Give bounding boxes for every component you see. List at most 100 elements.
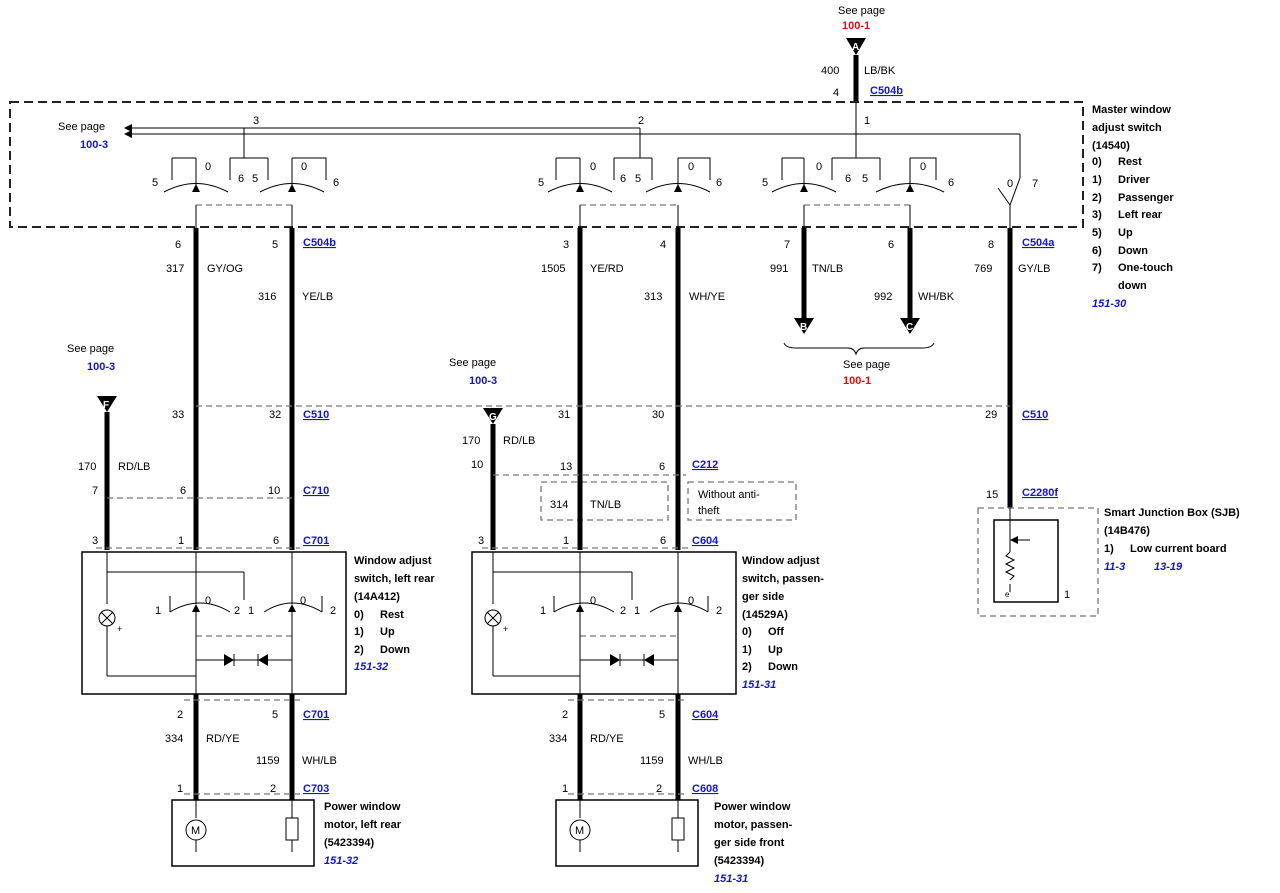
label-left_motor-symbol: M	[191, 825, 200, 837]
label-mid_switch-pins-2: 6	[660, 535, 666, 547]
left-motor-box	[171, 799, 315, 867]
label-master-switch_positions-2: 6	[845, 173, 851, 185]
label-master-one_touch_positions-1: 7	[1032, 178, 1038, 190]
bc-page-ref[interactable]: 100-1	[843, 375, 871, 387]
arrow-left-icon-2	[124, 130, 132, 138]
label-sjb-legend-1: Low current board	[1130, 543, 1227, 555]
connector-b-icon	[794, 318, 814, 334]
connector-c608[interactable]: C608	[692, 783, 718, 795]
label-wires-w992-circuit: 992	[874, 291, 892, 303]
mid-motor-ref-link[interactable]: 151-31	[714, 873, 748, 885]
label-c510-pins-4: 29	[985, 409, 997, 421]
connector-c701-bottom[interactable]: C701	[303, 709, 329, 721]
master-switch-legend: Master window adjust switch (14540) 0) R…	[1092, 104, 1174, 310]
label-mid_motor-title-3: (5423394)	[714, 855, 764, 867]
label-master-legend-11: Down	[1118, 245, 1148, 257]
label-mid_ref-circuit: 170	[462, 435, 480, 447]
label-mid_switch-positions-4: 0	[688, 595, 694, 607]
sjb-legend: Smart Junction Box (SJB) (14B476) 1) Low…	[1104, 507, 1240, 573]
label-mid_switch-legend-4: 2)	[742, 661, 752, 673]
sjb-ref-link-1[interactable]: 11-3	[1104, 561, 1125, 573]
mid-page-ref[interactable]: 100-3	[469, 375, 497, 387]
label-master-switch_positions-0: 5	[152, 177, 158, 189]
bc-see-page: See page	[843, 359, 890, 371]
left-switch-box	[81, 551, 347, 695]
anti-theft-splice-box	[540, 481, 669, 521]
label-mid_ref-letter: G	[489, 412, 497, 423]
label-wires-w313-pin: 4	[660, 239, 666, 251]
label-left_motor-title-0: Power window	[324, 801, 401, 813]
label-master-switch_positions-4: 0	[688, 161, 694, 173]
connector-c604-top[interactable]: C604	[692, 535, 719, 547]
label-left_switch-legend-1: Rest	[380, 609, 404, 621]
label-left_switch-positions-2: 2	[234, 605, 240, 617]
left-switch-internals: 1 0 2 1 0 2	[98, 552, 336, 700]
label-master-legend-10: 6)	[1092, 245, 1102, 257]
master-switch-box	[9, 101, 1084, 228]
bus-label-1: 1	[864, 115, 870, 127]
label-left_switch-legend-2: 1)	[354, 626, 364, 638]
master-switch-group-passenger: 5 0 6 5 0 6	[538, 157, 722, 206]
label-left_switch-positions-1: 0	[205, 595, 211, 607]
sjb-box	[977, 507, 1099, 617]
label-mid_motor_wires-pins-1: 2	[656, 783, 662, 795]
connector-c510-left[interactable]: C510	[303, 409, 329, 421]
connector-c212[interactable]: C212	[692, 459, 718, 471]
label-left_motor_wires-a-color: RD/YE	[206, 733, 240, 745]
label-c510-pins-1: 32	[269, 409, 281, 421]
label-anti_theft-circuit: 314	[550, 499, 568, 511]
label-master-switch_positions-4: 0	[301, 161, 307, 173]
label-c710-pins-0: 6	[180, 485, 186, 497]
label-wires-w991-color: TN/LB	[812, 263, 843, 275]
label-left_switch-positions-4: 0	[300, 595, 306, 607]
bus-label-3: 3	[253, 115, 259, 127]
label-left_motor_wires-a-circuit: 334	[165, 733, 183, 745]
label-sjb-title-1: (14B476)	[1104, 525, 1150, 537]
top-page-ref[interactable]: 100-1	[842, 20, 870, 32]
label-master-legend-14: down	[1118, 280, 1147, 292]
label-master-switch_positions-3: 5	[635, 173, 641, 185]
left-motor-ref-link[interactable]: 151-32	[324, 855, 358, 867]
left-page-ref[interactable]: 100-3	[87, 361, 115, 373]
connector-c510-right[interactable]: C510	[1022, 409, 1048, 421]
label-mid_switch-pins-1: 1	[563, 535, 569, 547]
connector-c604-bottom[interactable]: C604	[692, 709, 719, 721]
label-wires-w769-circuit: 769	[974, 263, 992, 275]
sjb-position: 1	[1064, 589, 1070, 601]
label-mid_switch-out_pins-1: 5	[659, 709, 665, 721]
label-master-legend-8: 5)	[1092, 227, 1102, 239]
connector-c701-top[interactable]: C701	[303, 535, 329, 547]
mid-switch-ref-link[interactable]: 151-31	[742, 679, 776, 691]
left-switch-ref-link[interactable]: 151-32	[354, 661, 388, 673]
label-mid_switch-positions-2: 2	[620, 605, 626, 617]
connector-c504a[interactable]: C504a	[1022, 237, 1055, 249]
label-left_ref-circuit: 170	[78, 461, 96, 473]
label-mid_switch-legend-0: 0)	[742, 626, 752, 638]
mid-motor-box	[555, 799, 699, 867]
sjb-ref-link-2[interactable]: 13-19	[1154, 561, 1183, 573]
connector-c710[interactable]: C710	[303, 485, 329, 497]
motor-breaker-left-icon	[285, 817, 299, 841]
connector-c703[interactable]: C703	[303, 783, 329, 795]
master-page-ref[interactable]: 100-3	[80, 139, 108, 151]
connector-c504b[interactable]: C504b	[303, 237, 336, 249]
label-master-legend-1: Rest	[1118, 156, 1142, 168]
label-bc_ref-c: C	[906, 322, 913, 333]
left-motor-legend: Power window motor, left rear (5423394) …	[324, 801, 402, 867]
label-left_motor-title-2: (5423394)	[324, 837, 374, 849]
master-ref-link[interactable]: 151-30	[1092, 298, 1127, 310]
label-master-legend-3: Driver	[1118, 174, 1151, 186]
label-mid_switch-legend-5: Down	[768, 661, 798, 673]
left-see-page: See page	[67, 343, 114, 355]
label-bc_ref-b: B	[800, 322, 807, 333]
connector-c2280f[interactable]: C2280f	[1022, 487, 1058, 499]
sjb-internals: e	[1004, 508, 1030, 599]
label-mid_motor-symbol: M	[575, 825, 584, 837]
top-connector[interactable]: C504b	[870, 85, 903, 97]
label-mid_switch-positions-5: 2	[716, 605, 722, 617]
label-c212-pins-1: 6	[659, 461, 665, 473]
sjb-board-box	[993, 519, 1059, 603]
label-wires-w317-pin: 6	[175, 239, 181, 251]
label-mid_switch-legend-1: Off	[768, 626, 784, 638]
label-master-switch_positions-5: 6	[716, 177, 722, 189]
